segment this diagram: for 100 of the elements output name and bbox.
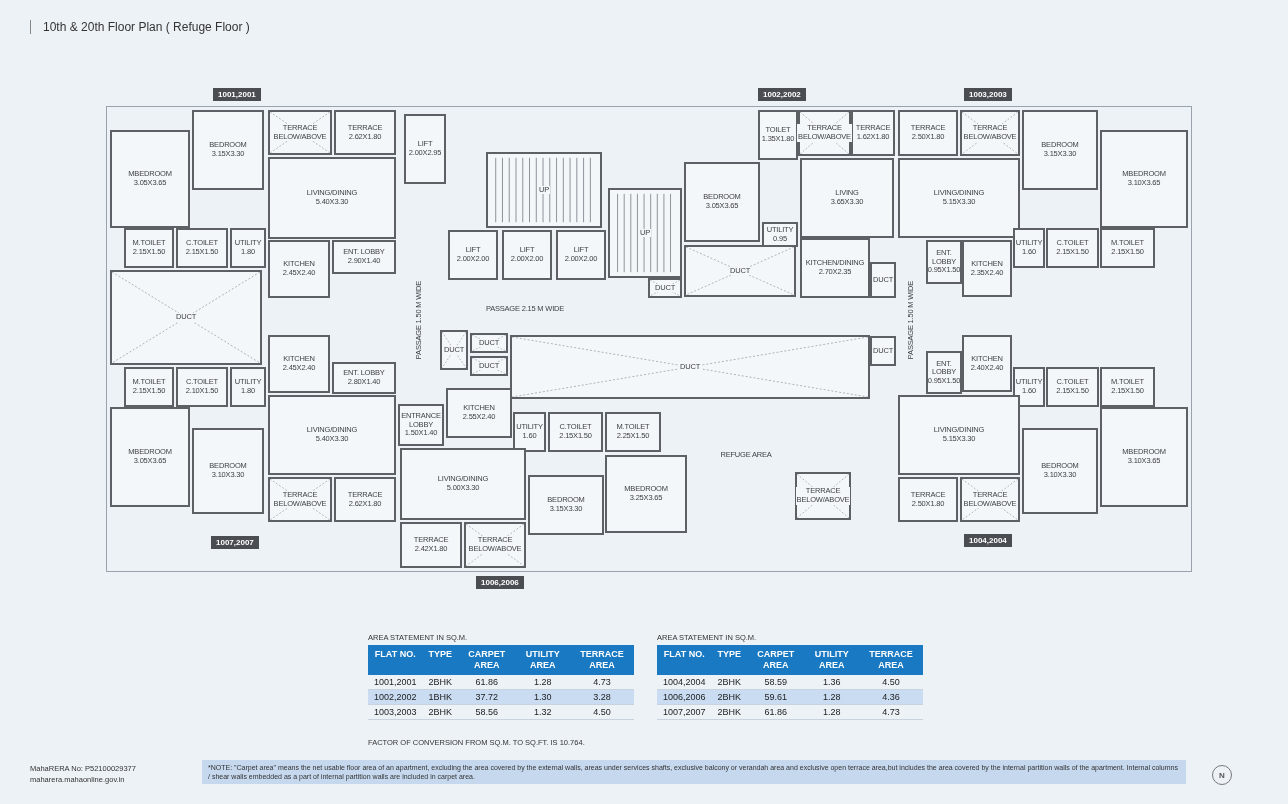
- table-cell: 1.28: [804, 704, 859, 720]
- table-cell: 1.28: [515, 674, 570, 690]
- toilet-room: [758, 110, 798, 160]
- toilet-room: [124, 367, 174, 407]
- kitchen-room: [268, 335, 330, 393]
- flat-number: 1007,2007: [211, 536, 259, 549]
- column-header: TERRACE AREA: [569, 645, 634, 675]
- column-header: TYPE: [422, 645, 459, 675]
- table-cell: 1007,2007: [657, 704, 712, 720]
- table-cell: 2BHK: [422, 674, 459, 690]
- staircase-room: [486, 152, 602, 228]
- lift-room: [404, 114, 446, 184]
- table-cell: 1.36: [804, 674, 859, 690]
- terrace-room: [400, 522, 462, 568]
- bedroom-room: [192, 110, 264, 190]
- table-cell: 4.73: [569, 674, 634, 690]
- utility-room: [513, 412, 546, 452]
- toilet-room: [605, 412, 661, 452]
- terrace-room: [798, 110, 851, 156]
- column-header: TERRACE AREA: [858, 645, 923, 675]
- terrace-room: [334, 110, 396, 155]
- living-room: [898, 395, 1020, 475]
- table-cell: 1004,2004: [657, 674, 712, 690]
- lobby-room: [926, 351, 962, 394]
- duct-room: [510, 335, 870, 399]
- duct-room: [870, 262, 896, 298]
- column-header: CARPET AREA: [458, 645, 516, 675]
- toilet-room: [1046, 367, 1099, 407]
- lobby-room: [332, 362, 396, 394]
- table-cell: 2BHK: [711, 704, 748, 720]
- column-header: FLAT NO.: [368, 645, 423, 675]
- column-header: UTILITY AREA: [804, 645, 859, 675]
- floor-plan-title: 10th & 20th Floor Plan ( Refuge Floor ): [30, 20, 250, 34]
- terrace-room: [334, 477, 396, 522]
- terrace-room: [851, 110, 895, 156]
- bedroom-room: [528, 475, 604, 535]
- lobby-room: [398, 404, 444, 446]
- toilet-room: [176, 228, 228, 268]
- column-header: CARPET AREA: [747, 645, 805, 675]
- lobby-room: [926, 240, 962, 284]
- kitchen-room: [268, 240, 330, 298]
- lobby-room: [332, 240, 396, 274]
- utility-room: [762, 222, 798, 247]
- terrace-room: [268, 110, 332, 155]
- bedroom-room: [110, 407, 190, 507]
- toilet-room: [548, 412, 603, 452]
- bedroom-room: [605, 455, 687, 533]
- living-room: [268, 157, 396, 239]
- living-room: [268, 395, 396, 475]
- kitchen-room: [446, 388, 512, 438]
- flat-number: 1003,2003: [964, 88, 1012, 101]
- lift-room: [502, 230, 552, 280]
- table-cell: 1003,2003: [368, 704, 423, 720]
- duct-room: [470, 333, 508, 353]
- lift-room: [556, 230, 606, 280]
- table-cell: 2BHK: [422, 704, 459, 720]
- terrace-room: [960, 477, 1020, 522]
- duct-room: [470, 356, 508, 376]
- flat-number: 1004,2004: [964, 534, 1012, 547]
- utility-room: [1013, 367, 1045, 407]
- bedroom-room: [684, 162, 760, 242]
- table-cell: 61.86: [747, 704, 805, 720]
- column-header: FLAT NO.: [657, 645, 712, 675]
- duct-room: [684, 245, 796, 297]
- flat-number: 1006,2006: [476, 576, 524, 589]
- table-cell: 1001,2001: [368, 674, 423, 690]
- toilet-room: [1046, 228, 1099, 268]
- flat-number: 1002,2002: [758, 88, 806, 101]
- living-room: [800, 158, 894, 238]
- lift-room: [448, 230, 498, 280]
- bedroom-room: [110, 130, 190, 228]
- utility-room: [230, 367, 266, 407]
- north-mark: N: [1219, 770, 1225, 780]
- kitchen-room: [962, 335, 1012, 392]
- living-room: [400, 448, 526, 520]
- bedroom-room: [1100, 407, 1188, 507]
- table-cell: 58.56: [458, 704, 516, 720]
- terrace-room: [268, 477, 332, 522]
- table-cell: 4.50: [569, 704, 634, 720]
- table-cell: 1.32: [515, 704, 570, 720]
- terrace-room: [464, 522, 526, 568]
- table-cell: 2BHK: [711, 674, 748, 690]
- duct-room: [110, 270, 262, 365]
- terrace-room: [898, 477, 958, 522]
- bedroom-room: [1100, 130, 1188, 228]
- toilet-room: [124, 228, 174, 268]
- duct-room: [648, 278, 682, 298]
- column-header: TYPE: [711, 645, 748, 675]
- terrace-room: [960, 110, 1020, 156]
- duct-room: [440, 330, 468, 370]
- table-cell: 4.73: [858, 704, 923, 720]
- toilet-room: [176, 367, 228, 407]
- kitchen-room: [800, 238, 870, 298]
- table-cell: 58.59: [747, 674, 805, 690]
- toilet-room: [1100, 367, 1155, 407]
- utility-room: [230, 228, 266, 268]
- flat-number: 1001,2001: [213, 88, 261, 101]
- bedroom-room: [192, 428, 264, 514]
- terrace-room: [795, 472, 851, 520]
- staircase-room: [608, 188, 682, 278]
